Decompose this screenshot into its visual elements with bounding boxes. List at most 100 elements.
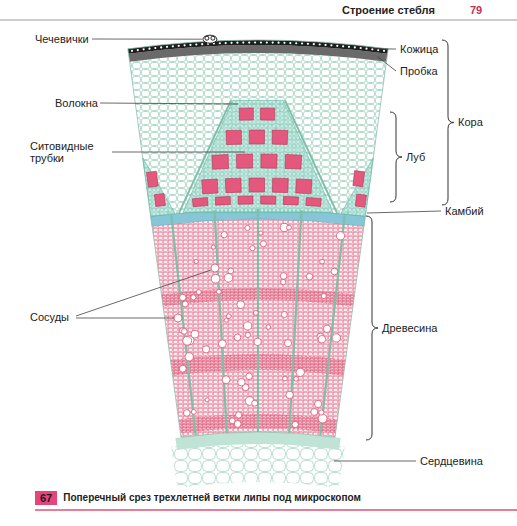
wedge-layers [128, 40, 388, 488]
vessel [286, 391, 293, 398]
phloem-fibre [202, 179, 218, 194]
leader-line [100, 103, 238, 104]
epidermis-cell [295, 42, 297, 44]
part-label: Кора [458, 116, 483, 128]
header-rule [0, 20, 517, 21]
vessel [245, 225, 250, 230]
vessel [194, 259, 198, 263]
phloem-fibre [296, 179, 312, 194]
phloem-fibre [355, 194, 366, 207]
vessel [191, 409, 196, 414]
bracket [442, 40, 454, 205]
phloem-fibre [306, 197, 321, 206]
epidermis-cell [272, 42, 274, 44]
vessel [224, 318, 228, 322]
epidermis-cell [230, 42, 232, 44]
vessel [185, 353, 193, 361]
phloem-fibre [272, 130, 288, 144]
vessel [250, 246, 255, 251]
vessel [331, 268, 338, 275]
braces [366, 40, 454, 440]
epidermis-cell [330, 44, 332, 46]
epidermis-cell [236, 42, 238, 44]
vessel [319, 410, 324, 415]
vessel [218, 340, 226, 348]
vessel [226, 314, 231, 319]
vessel [211, 274, 220, 283]
leader-line [76, 270, 211, 316]
epidermis-cell [248, 41, 250, 43]
vessel [216, 289, 221, 294]
vessel [281, 312, 287, 318]
vessel [221, 232, 227, 238]
vessel [253, 310, 258, 315]
epidermis-cell [219, 42, 221, 44]
epidermis-cell [313, 43, 315, 45]
epidermis-cell [307, 43, 309, 45]
vessel [202, 346, 209, 353]
part-label: Волокна [55, 97, 98, 109]
vessel [174, 314, 182, 322]
part-label: Древесина [382, 322, 437, 334]
wedge-outline [128, 40, 388, 437]
leader-line [367, 211, 441, 213]
vessel [238, 378, 245, 385]
epidermis-cell [254, 41, 256, 43]
leaders [76, 39, 441, 461]
epidermis-cell [183, 44, 185, 46]
epidermis-cell [137, 49, 139, 51]
epidermis-cell [189, 44, 191, 46]
part-label: Луб [406, 151, 425, 163]
vessel [318, 414, 327, 423]
vessel [182, 301, 188, 307]
phloem-fibre [212, 155, 229, 170]
phloem-fibre [226, 130, 242, 144]
epidermis-cell [195, 43, 197, 45]
vessel [259, 231, 263, 235]
vessel [183, 410, 190, 417]
epidermis-cell [289, 42, 291, 44]
part-label: Ситовидные трубки [30, 140, 110, 164]
vessel [228, 268, 234, 274]
epidermis-cell [131, 50, 133, 52]
vessel [336, 232, 344, 240]
page-title: Строение стебля [342, 4, 435, 16]
vessel [205, 398, 209, 402]
phloem-fibre [146, 171, 158, 187]
vessel [266, 325, 271, 330]
phloem-fibre [261, 108, 275, 120]
phloem-side [341, 158, 373, 216]
vessel [252, 400, 258, 406]
epidermis-cell [383, 50, 385, 52]
lenticel [203, 35, 217, 43]
epidermis-cell [354, 46, 356, 48]
vessel [284, 340, 291, 347]
epidermis-cell [166, 46, 168, 48]
epidermis-cell [324, 44, 326, 46]
leader-line [92, 39, 202, 40]
phloem-fibre [249, 178, 265, 192]
vessel [245, 332, 250, 337]
epidermis-layer [128, 40, 388, 54]
medullary-ray [171, 214, 195, 436]
vessel [244, 322, 252, 330]
vessel [181, 329, 187, 335]
vessel [237, 301, 245, 309]
epidermis-cell [360, 47, 362, 49]
phloem-fibre [272, 178, 288, 192]
epidermis-cell [342, 45, 344, 47]
part-label: Сосуды [30, 311, 69, 323]
leader-line [378, 57, 396, 71]
epidermis-cell [143, 48, 145, 50]
vessel [260, 241, 266, 247]
phloem-fibre [239, 108, 253, 120]
figure-number: 67 [35, 491, 57, 505]
phloem-fibre [283, 196, 298, 205]
vessel [180, 294, 186, 300]
vessel [196, 290, 201, 295]
part-label: Чечевички [35, 33, 89, 45]
vessel [211, 264, 219, 272]
phloem-fibre [225, 178, 241, 192]
phloem-fibre [249, 130, 264, 144]
caption-rule [35, 509, 517, 511]
